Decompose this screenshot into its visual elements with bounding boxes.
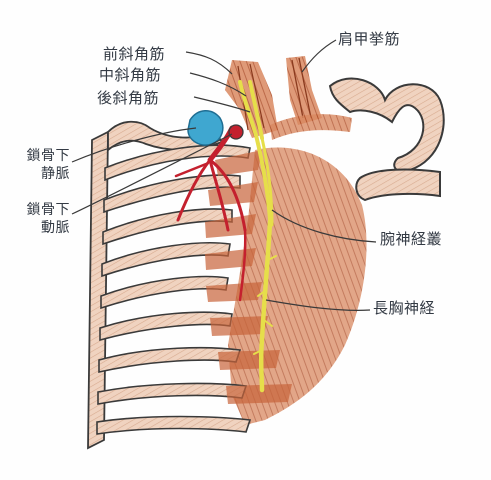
rib-7 — [98, 346, 242, 374]
label-posterior-scalene: 後斜角筋 — [97, 89, 160, 107]
leader-levator-scapulae — [301, 39, 337, 73]
humeral-head — [355, 168, 441, 202]
label-subclavian-vein-line1: 鎖骨下 — [26, 148, 70, 164]
muscle-fiber — [291, 59, 304, 119]
leader-anterior-scalene — [185, 51, 233, 75]
rib-9 — [96, 415, 252, 435]
muscle-fiber — [249, 63, 265, 129]
label-subclavian-artery-line1: 鎖骨下 — [26, 202, 70, 218]
label-subclavian-artery-line2: 動脈 — [41, 219, 70, 236]
leader-posterior-scalene — [193, 96, 251, 113]
artery-cross-section — [228, 124, 244, 140]
subclavian-vein — [187, 110, 224, 146]
leader-subclavian-vein — [71, 127, 197, 163]
leader-subclavian-artery — [71, 133, 233, 215]
brachial-plexus — [238, 80, 274, 227]
label-subclavian-vein-line2: 静脈 — [41, 165, 70, 182]
shoulder-muscle — [270, 114, 352, 140]
label-levator-scapulae: 肩甲挙筋 — [338, 30, 401, 48]
scalene-muscles — [225, 60, 278, 138]
leader-long-thoracic-nerve — [265, 299, 371, 311]
label-long-thoracic-nerve: 長胸神経 — [373, 299, 436, 317]
scapula-acromion — [328, 77, 445, 173]
leader-lines — [71, 39, 377, 311]
label-middle-scalene: 中斜角筋 — [99, 66, 162, 84]
leader-middle-scalene — [189, 72, 247, 97]
leader-brachial-plexus — [271, 209, 377, 243]
label-anterior-scalene: 前斜角筋 — [103, 45, 166, 63]
long-thoracic-nerve — [253, 219, 277, 393]
label-brachial-plexus: 腕神経叢 — [380, 230, 443, 248]
muscle-fiber — [298, 57, 312, 119]
label-subclavian-vein: 鎖骨下 静脈 — [4, 148, 70, 183]
rib-8 — [97, 382, 248, 405]
label-subclavian-artery: 鎖骨下 動脈 — [4, 202, 70, 237]
